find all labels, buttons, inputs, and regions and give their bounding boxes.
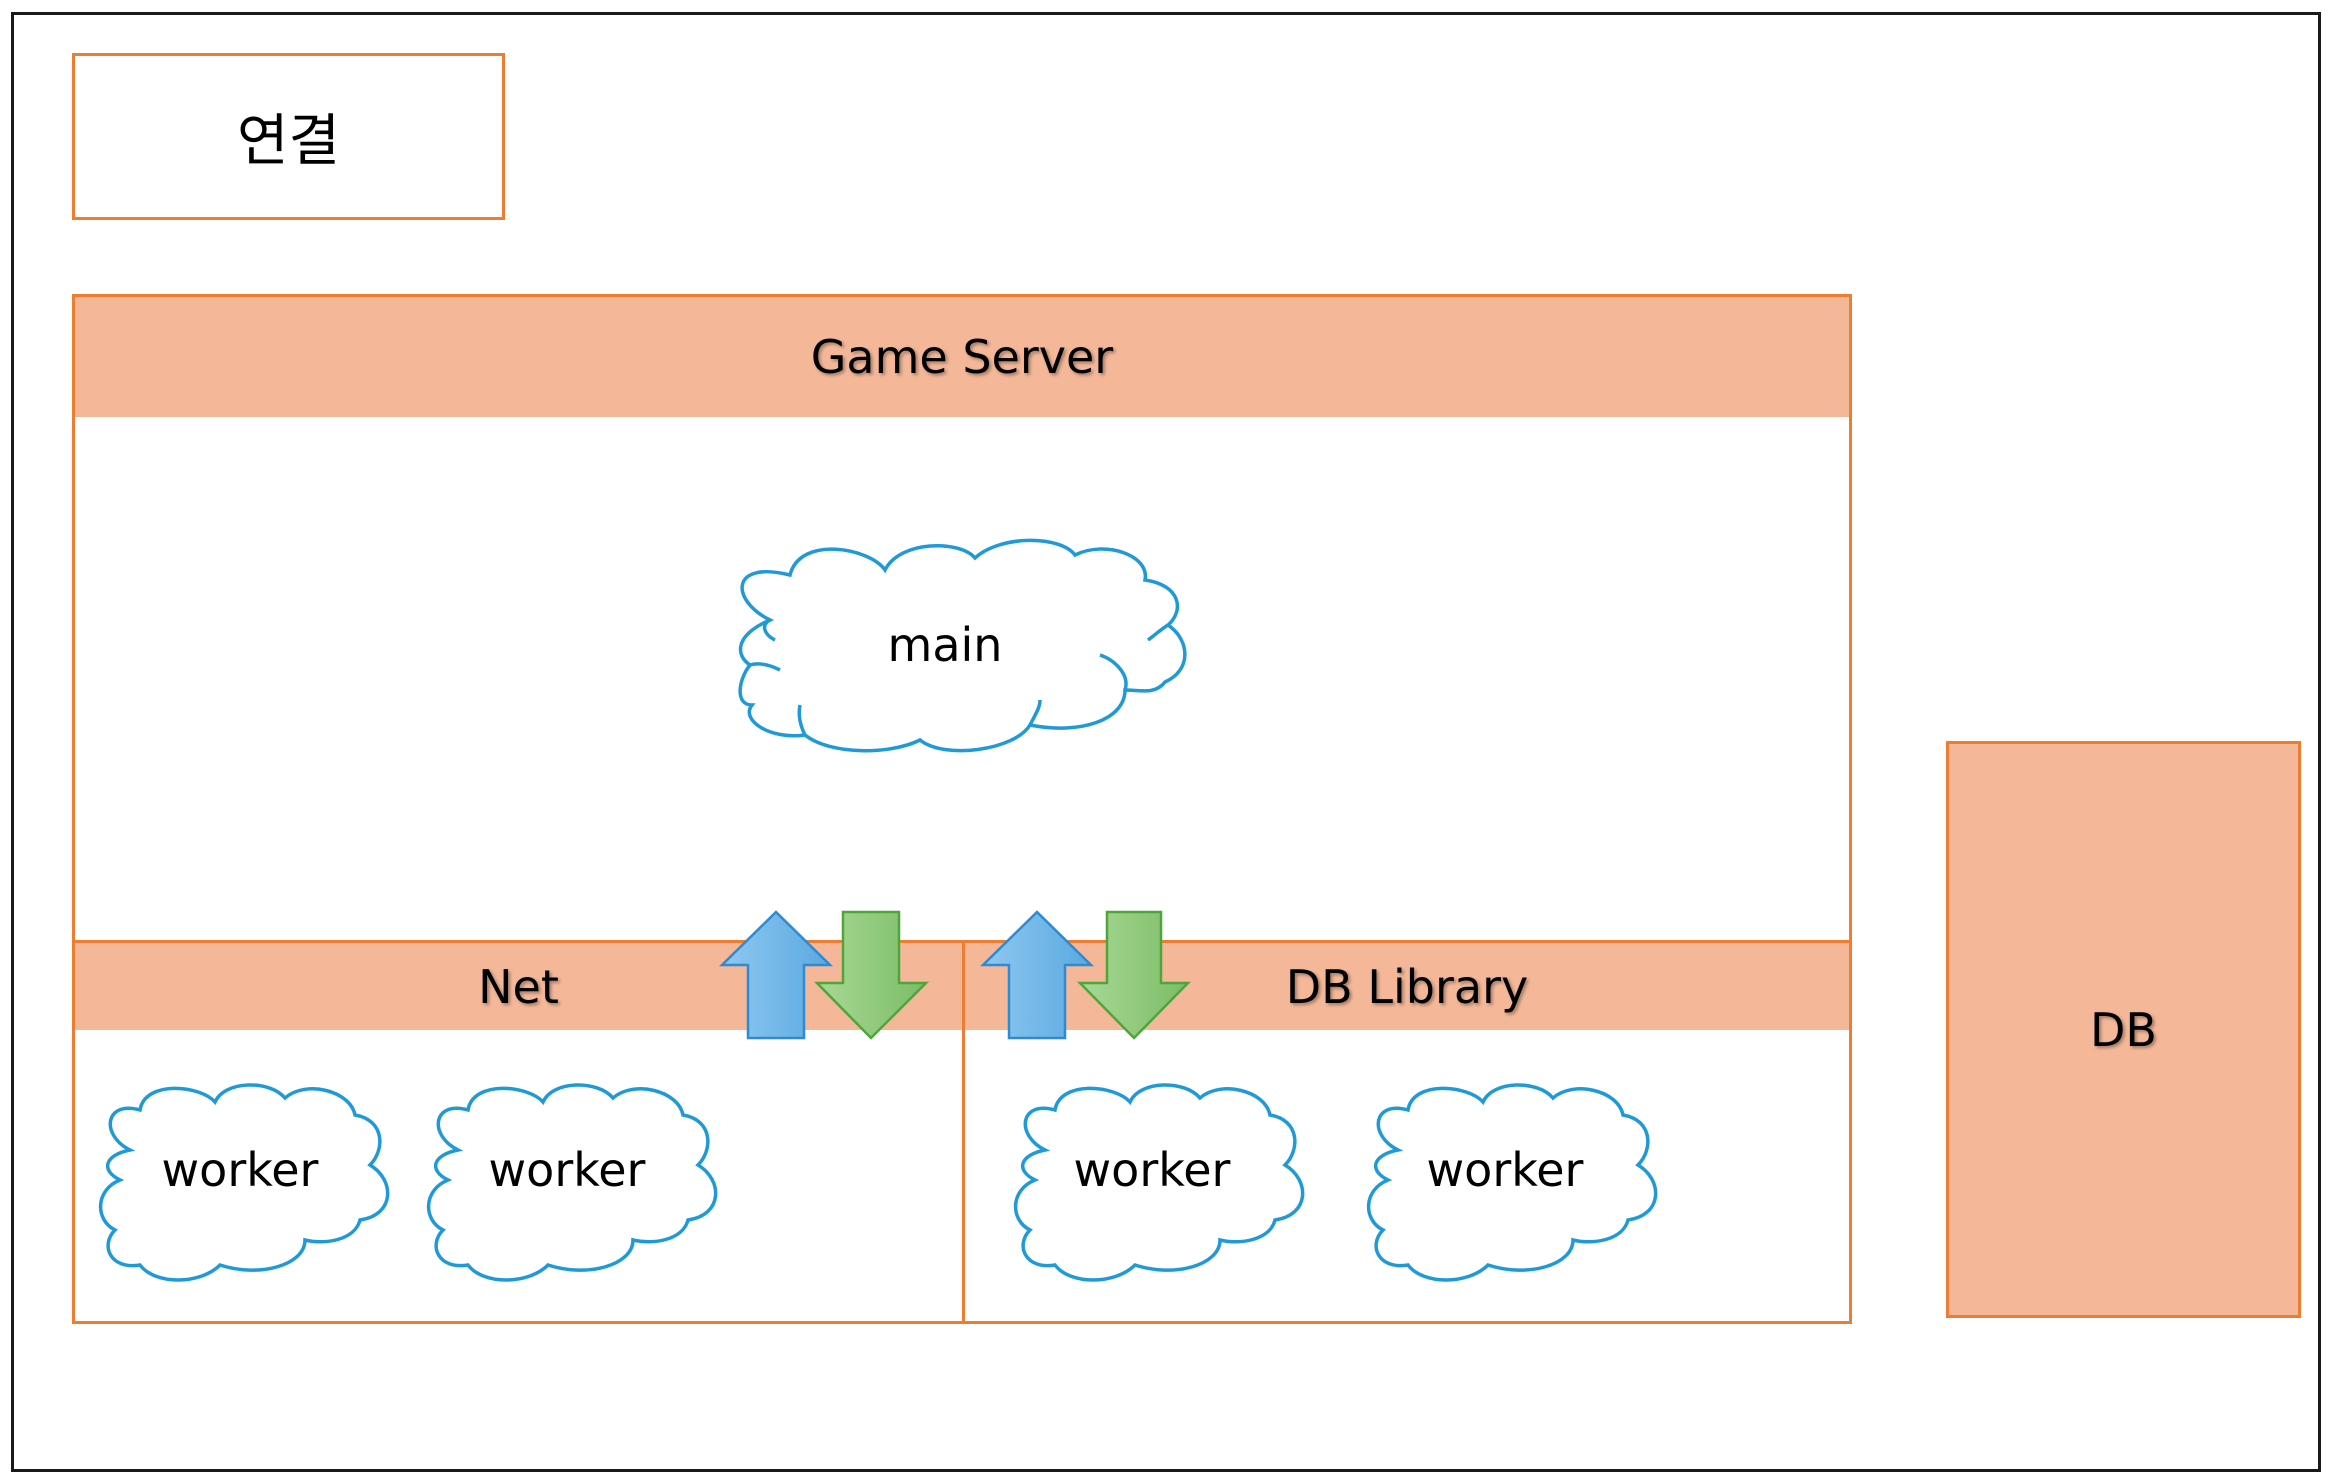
net-worker-label-1: worker: [161, 1143, 319, 1197]
arrow-down-icon: [814, 910, 930, 1040]
db-library-worker-label-1: worker: [1073, 1143, 1231, 1197]
cloud-icon: [426, 1083, 718, 1282]
cloud-icon: [98, 1083, 390, 1282]
cloud-icon: [1366, 1083, 1658, 1282]
db-library-worker-label-2: worker: [1426, 1143, 1584, 1197]
arrow-down-icon: [1077, 910, 1191, 1040]
legend-label: 연결: [236, 109, 341, 174]
cloud-icon: [1013, 1083, 1305, 1282]
net-worker-label-2: worker: [488, 1143, 646, 1197]
main-label: main: [887, 618, 1003, 672]
legend-box: [72, 53, 505, 220]
db-library-title: DB Library: [1285, 959, 1529, 1014]
game-server-title: Game Server: [810, 330, 1114, 384]
arrow-up-icon: [718, 910, 834, 1040]
game-server-header: [75, 297, 1849, 417]
db-box: [1946, 741, 2301, 1318]
db-label: DB: [2090, 1002, 2157, 1057]
main-cloud-icon: [738, 538, 1187, 753]
arrow-up-icon: [979, 910, 1095, 1040]
net-title: Net: [478, 959, 559, 1014]
db-library-box: [962, 940, 1852, 1324]
